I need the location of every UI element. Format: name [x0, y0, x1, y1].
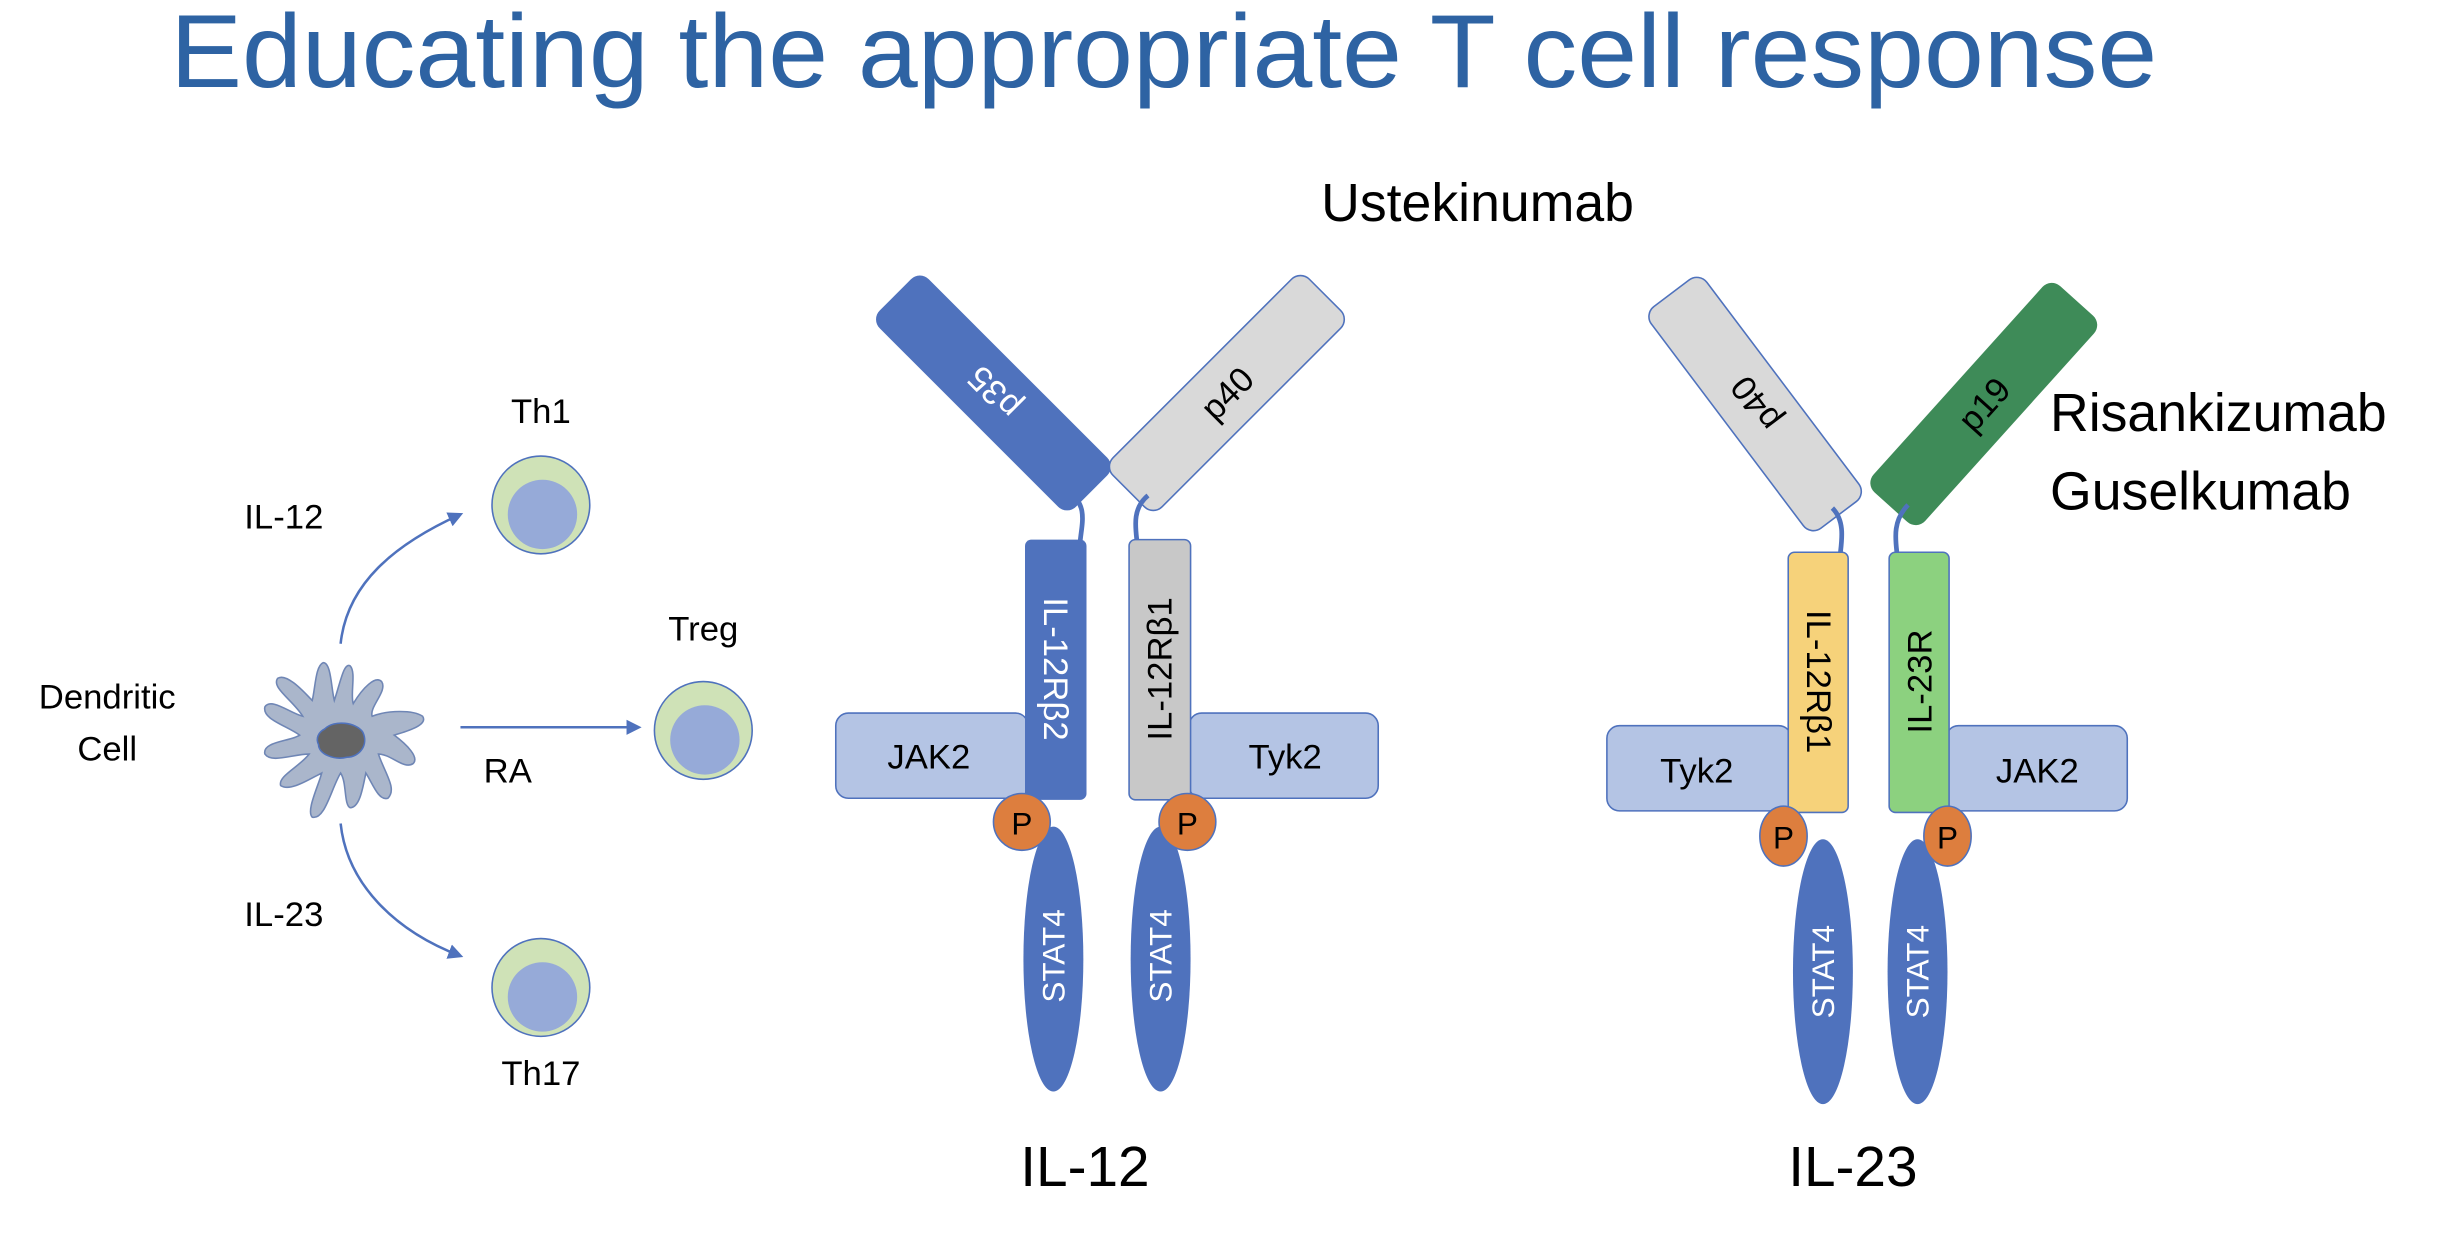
complex-name-il23: IL-23 — [1788, 1136, 1917, 1199]
stat4-label-right-il12: STAT4 — [1143, 909, 1179, 1002]
drug-label-ustekinumab: Ustekinumab — [1321, 173, 1634, 233]
slide-title: Educating the appropriate T cell respons… — [170, 0, 2157, 110]
il12rb2-receptor: IL-12Rβ2 — [1025, 539, 1087, 800]
jak2-kinase-il23: JAK2 — [1945, 724, 2129, 812]
il12rb1-receptor-il12: IL-12Rβ1 — [1128, 538, 1192, 801]
phospho-left-il12: P — [992, 792, 1052, 852]
stat4-right-il12: STAT4 — [1130, 826, 1191, 1092]
tyk2-label-il12: Tyk2 — [1249, 738, 1322, 776]
tyk2-kinase-il12: Tyk2 — [1188, 712, 1380, 800]
drug-label-risankizumab: Risankizumab — [2050, 383, 2387, 443]
phospho-label-left-il12: P — [1011, 806, 1032, 842]
th1-label: Th1 — [511, 393, 571, 431]
linker-p40 — [1133, 493, 1150, 542]
stat4-label-left-il12: STAT4 — [1035, 909, 1071, 1002]
phospho-label-right-il23: P — [1937, 820, 1958, 856]
il12rb2-label: IL-12Rβ2 — [1036, 597, 1074, 740]
linker-p40-il23 — [1830, 506, 1845, 555]
drug-label-guselkumab: Guselkumab — [2050, 462, 2351, 522]
phospho-label-right-il12: P — [1177, 806, 1198, 842]
il12-receptor-complex: Ustekinumab p35 p40 JAK2 Tyk2 IL-12Rβ2 — [834, 173, 1634, 1199]
dendritic-cell-nucleus — [316, 722, 366, 759]
stat4-right-il23: STAT4 — [1887, 839, 1948, 1105]
jak2-kinase-il12: JAK2 — [834, 712, 1029, 800]
il12rb1-label-il12: IL-12Rβ1 — [1142, 597, 1180, 740]
arrow-il23-to-th17 — [339, 823, 464, 959]
p35-subunit: p35 — [876, 275, 1111, 511]
linker-p19 — [1893, 503, 1910, 555]
il23r-receptor: IL-23R — [1888, 551, 1950, 814]
arrow-il12-to-th1 — [339, 512, 464, 644]
p19-subunit: p19 — [1870, 282, 2098, 526]
stat4-label-right-il23: STAT4 — [1900, 925, 1936, 1018]
phospho-right-il12: P — [1158, 792, 1217, 852]
phospho-label-left-il23: P — [1773, 820, 1794, 856]
dendritic-cell-icon — [264, 661, 425, 818]
jak2-label-il12: JAK2 — [887, 738, 970, 776]
dendritic-cell-label-line2: Cell — [77, 730, 137, 768]
signal-label-il12: IL-12 — [244, 499, 323, 537]
il23-receptor-complex: Risankizumab Guselkumab p40 p19 Tyk2 JAK… — [1606, 276, 2387, 1199]
th1-cell-icon — [491, 455, 591, 555]
stat4-left-il12: STAT4 — [1023, 826, 1084, 1092]
th17-cell-icon — [491, 937, 591, 1038]
linker-p35 — [1067, 490, 1085, 542]
signal-label-ra: RA — [484, 752, 533, 790]
il23r-label: IL-23R — [1902, 629, 1940, 733]
jak2-label-il23: JAK2 — [1996, 752, 2079, 790]
dendritic-cell-panel: Dendritic Cell IL-12 RA IL-23 Th1 Treg T — [39, 393, 753, 1093]
dendritic-cell-label-line1: Dendritic — [39, 678, 176, 716]
complex-name-il12: IL-12 — [1020, 1136, 1149, 1199]
tyk2-kinase-il23: Tyk2 — [1606, 724, 1793, 812]
stat4-left-il23: STAT4 — [1792, 839, 1853, 1105]
phospho-right-il23: P — [1923, 805, 1972, 867]
th17-label: Th17 — [501, 1055, 580, 1093]
tyk2-label-il23: Tyk2 — [1660, 752, 1733, 790]
signal-label-il23: IL-23 — [244, 896, 323, 934]
treg-cell-icon — [653, 680, 753, 781]
il12rb1-label-il23: IL-12Rβ1 — [1799, 610, 1837, 753]
p40-subunit-il23: p40 — [1648, 276, 1863, 532]
p40-subunit-il12: p40 — [1108, 274, 1346, 512]
phospho-left-il23: P — [1759, 805, 1808, 867]
stat4-label-left-il23: STAT4 — [1805, 925, 1841, 1018]
treg-label: Treg — [668, 611, 738, 649]
il12rb1-receptor-il23: IL-12Rβ1 — [1787, 551, 1849, 814]
